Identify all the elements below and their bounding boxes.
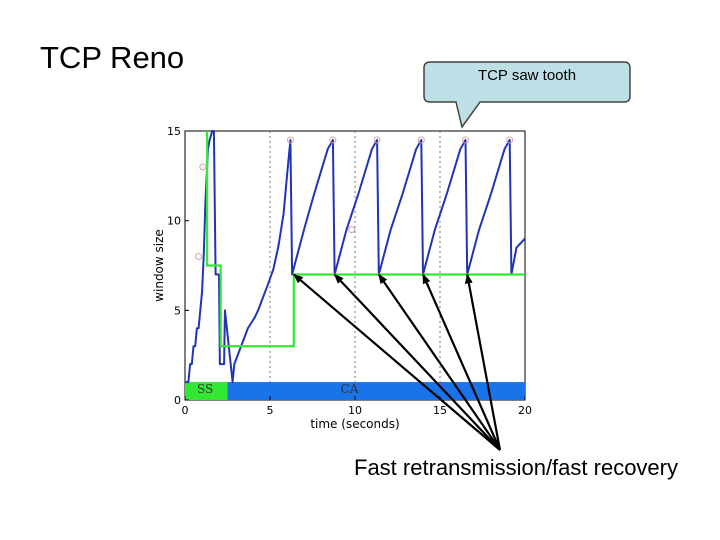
callout-text: TCP saw tooth: [478, 67, 576, 84]
annotation-caption: Fast retransmission/fast recovery: [354, 455, 678, 480]
phase-segment: [227, 382, 525, 400]
x-axis-label: time (seconds): [310, 417, 399, 431]
x-tick-label: 10: [348, 404, 362, 417]
x-tick-label: 20: [518, 404, 532, 417]
loss-marker: [329, 136, 337, 144]
loss-marker: [199, 163, 207, 171]
loss-marker: [286, 136, 294, 144]
annotation-arrow: [421, 273, 502, 451]
slide-title: TCP Reno: [40, 40, 185, 75]
loss-markers: [195, 136, 514, 261]
loss-marker: [417, 136, 425, 144]
phase-label: SS: [197, 382, 213, 396]
loss-marker: [462, 136, 469, 144]
axis-ticks: 0 5 10 15 20 0 5 10 15: [167, 125, 532, 417]
window-line: [185, 130, 526, 384]
callout-bubble: [423, 61, 631, 129]
loss-marker: [195, 253, 203, 261]
y-tick-label: 10: [167, 215, 181, 228]
annotation-arrow: [293, 273, 501, 451]
y-tick-label: 5: [174, 304, 181, 317]
annotation-arrow: [377, 273, 501, 451]
y-axis-label: window size: [152, 229, 166, 302]
phase-label: CA: [341, 382, 359, 396]
phase-bar: SS CA: [185, 382, 525, 400]
phase-segment: [185, 382, 228, 400]
x-tick-label: 0: [182, 404, 189, 417]
annotation-arrow: [464, 273, 502, 451]
x-tick-label: 15: [433, 404, 447, 417]
annotation-arrows: [293, 273, 502, 451]
x-tick-label: 5: [267, 404, 274, 417]
y-tick-label: 0: [174, 394, 181, 407]
loss-marker: [506, 136, 514, 144]
y-tick-label: 15: [167, 125, 181, 138]
loss-marker: [348, 226, 356, 234]
annotation-arrow: [333, 273, 501, 451]
plot-frame: [184, 130, 526, 401]
loss-marker: [373, 136, 381, 144]
